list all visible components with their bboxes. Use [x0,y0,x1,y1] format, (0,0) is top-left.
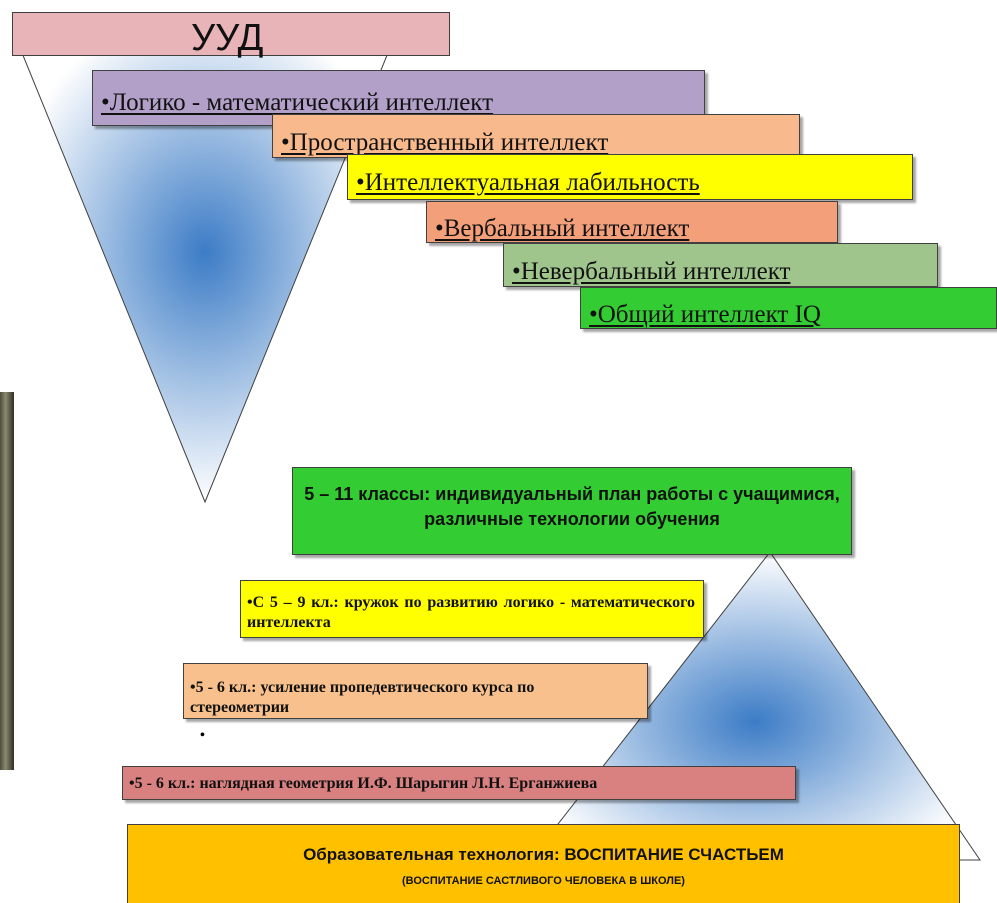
footer-title: Образовательная технология: ВОСПИТАНИЕ С… [303,845,784,864]
item-visual-geometry: •5 - 6 кл.: наглядная геометрия И.Ф. Шар… [122,766,796,800]
uud-title-box: УУД [12,12,450,59]
item-general-iq: •Общий интеллект IQ [580,287,997,329]
item-spatial-intelligence: •Пространственный интеллект [272,114,800,158]
empty-bullet: • [200,728,205,743]
item-club-logic-math: •С 5 – 9 кл.: кружок по развитию логико … [240,580,704,638]
header-box-grades-5-11: 5 – 11 классы: индивидуальный план работ… [292,467,852,555]
footer-subtitle: (ВОСПИТАНИЕ САСТЛИВОГО ЧЕЛОВЕКА В ШКОЛЕ) [402,875,685,887]
item-nonverbal-intelligence: •Невербальный интеллект [503,243,938,287]
footer-box-happiness-education: Образовательная технология: ВОСПИТАНИЕ С… [127,824,960,903]
item-intellectual-lability: •Интеллектуальная лабильность [347,154,913,200]
item-stereometry-course: •5 - 6 кл.: усиление пропедевтического к… [183,663,648,719]
photo-fragment [0,392,14,770]
uud-title: УУД [191,17,264,59]
item-verbal-intelligence: •Вербальный интеллект [426,201,838,243]
